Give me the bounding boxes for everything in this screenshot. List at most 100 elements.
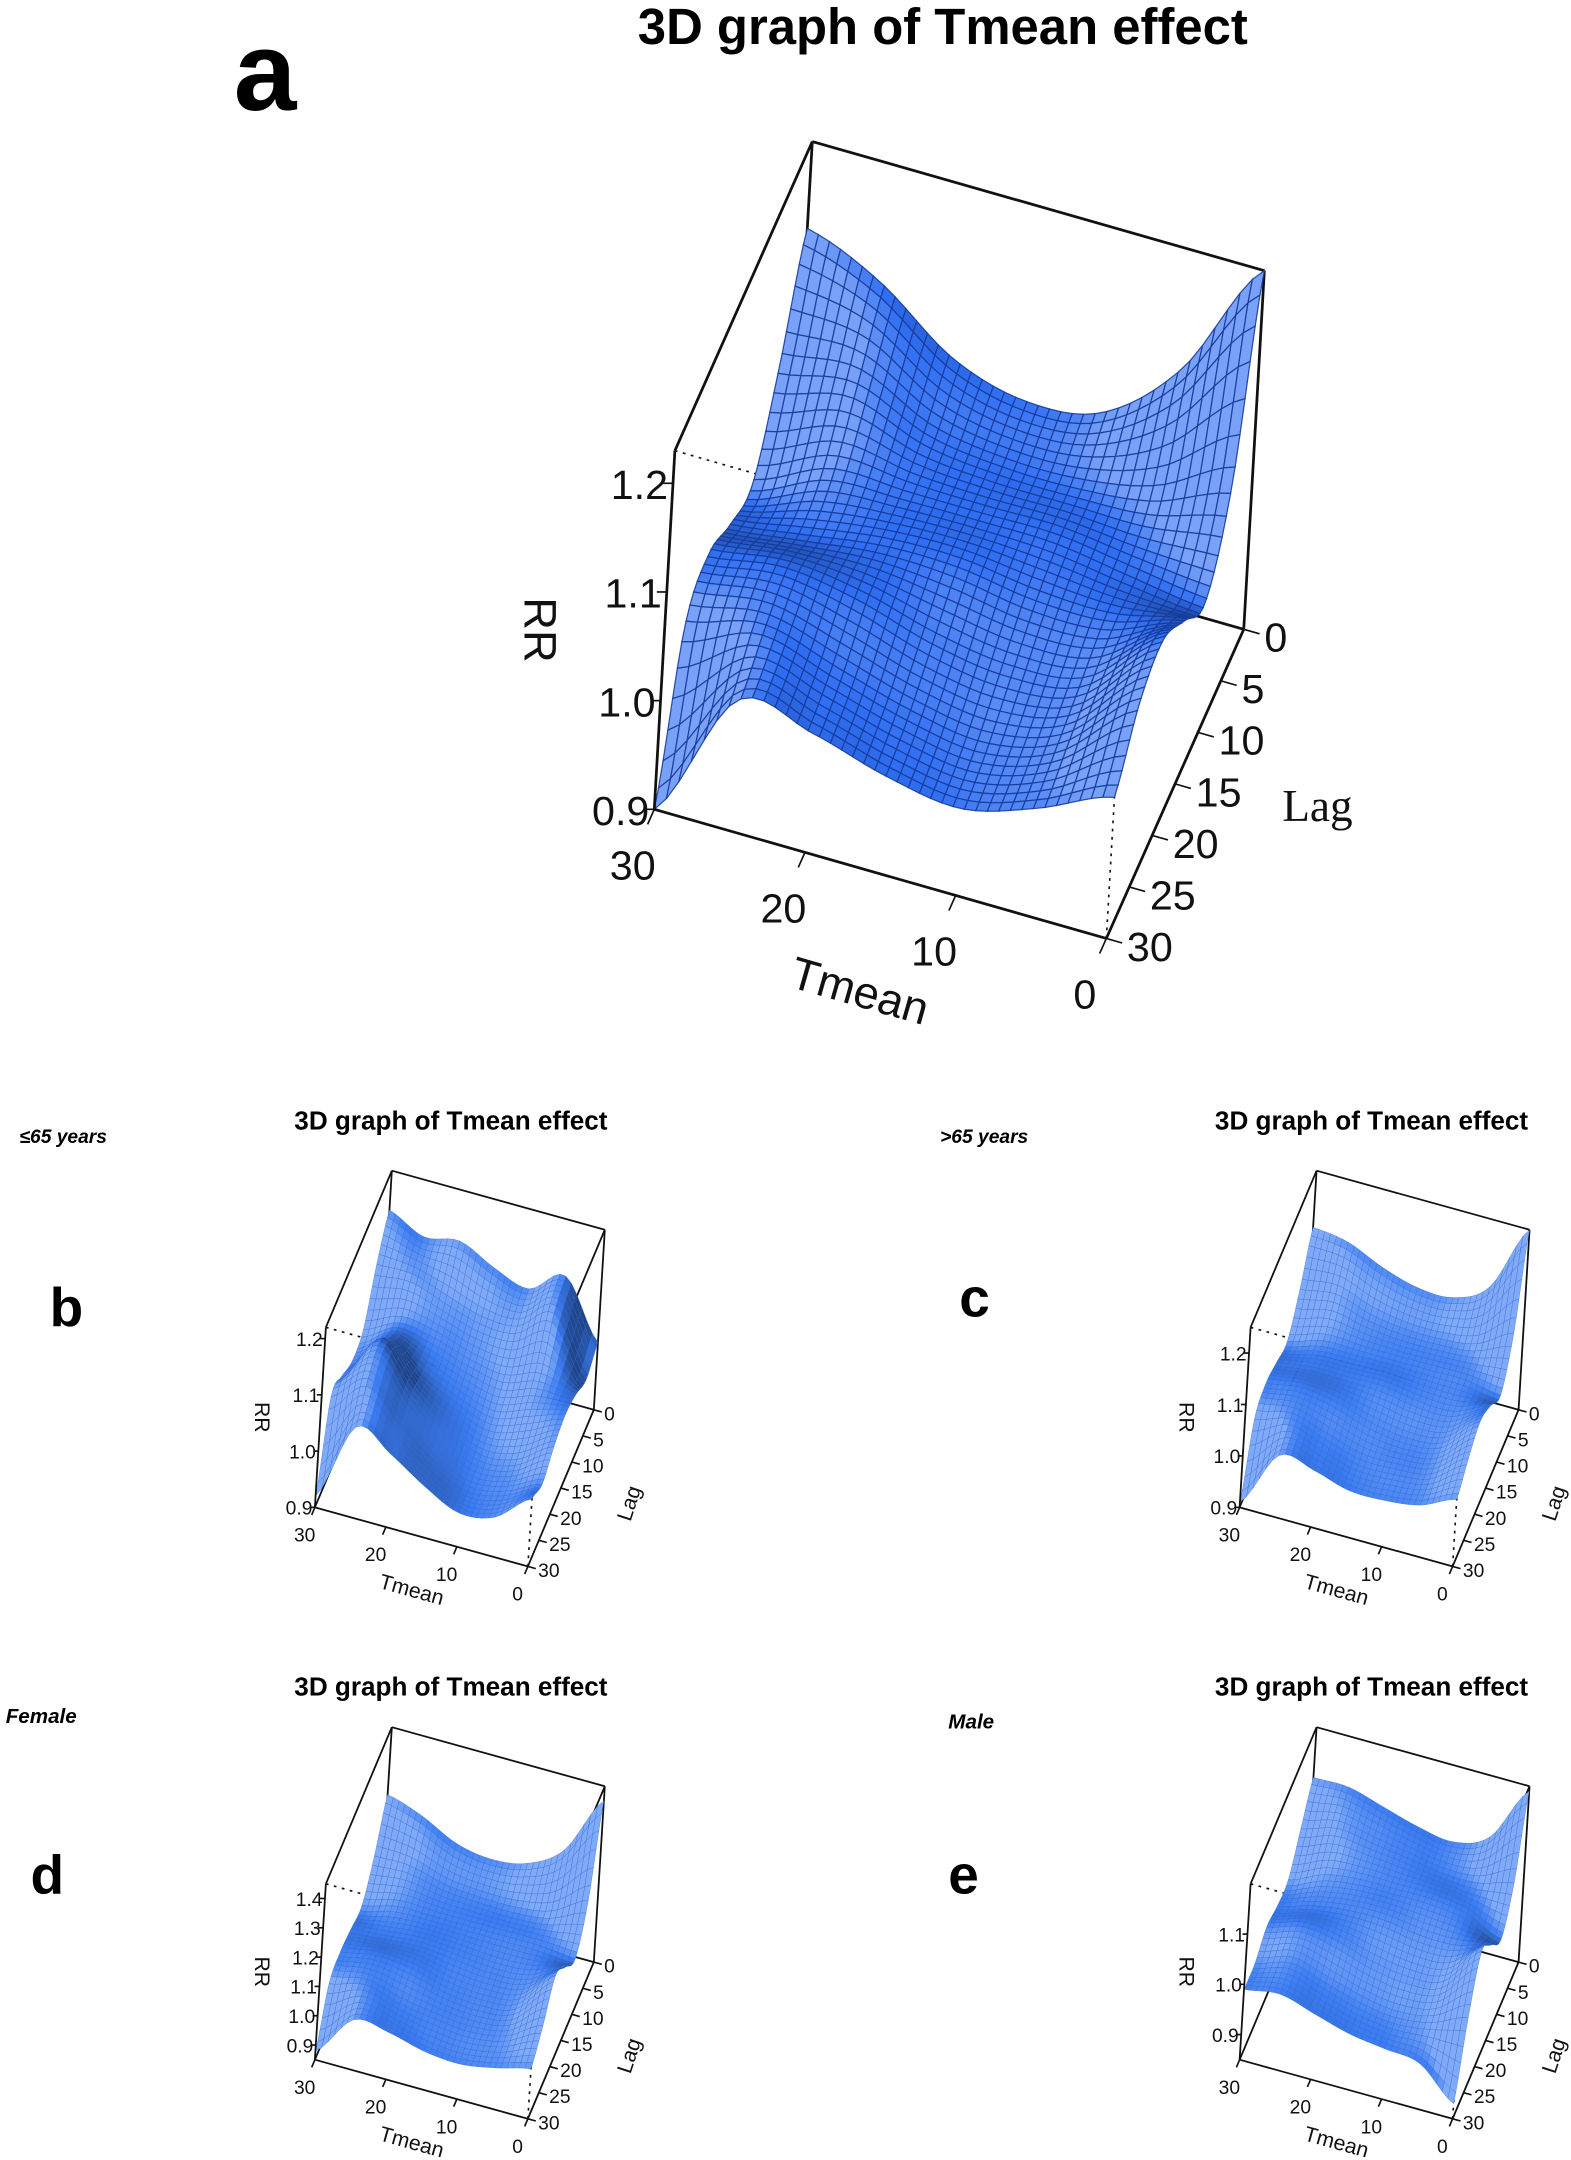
rr-tick-label: 1.1	[1217, 1396, 1244, 1417]
rr-tick-label: 1.1	[605, 571, 662, 617]
tmean-tick	[523, 1566, 529, 1575]
tmean-tick	[1098, 938, 1108, 954]
lag-axis-title: Lag	[1282, 781, 1352, 831]
panel-e-group-label: Male	[948, 1711, 994, 1734]
lag-tick-label: 20	[1173, 821, 1219, 867]
tmean-axis-line	[1239, 1506, 1453, 1568]
lag-tick	[1129, 886, 1146, 893]
plots: 01020300510152025300.91.01.11.2TmeanLagR…	[250, 140, 1571, 2160]
lag-tick	[1507, 1435, 1516, 1439]
lag-tick	[1474, 1513, 1483, 1518]
rr-tick-label: 0.9	[1210, 1499, 1237, 1520]
surface-mesh	[653, 227, 1266, 812]
tmean-tick-label: 10	[1361, 1565, 1382, 1586]
tmean-axis-line	[653, 807, 1107, 940]
panel-d-title: 3D graph of Tmean effect	[294, 1672, 607, 1702]
lag-tick-label: 25	[1150, 872, 1196, 918]
lag-tick	[1496, 1461, 1505, 1465]
panel-letter-c: c	[959, 1266, 990, 1328]
surface-mesh	[1239, 1226, 1530, 1506]
box-edge	[391, 1169, 606, 1231]
lag-tick	[1463, 1539, 1472, 1544]
surface-plot-d: 01020300510152025300.91.01.11.21.31.4Tme…	[250, 1726, 646, 2160]
tmean-tick-label: 30	[294, 1526, 315, 1547]
rr-axis-title: RR	[1175, 1402, 1198, 1433]
lag-tick	[1485, 1487, 1494, 1492]
lag-tick	[538, 1539, 548, 1544]
lag-tick-label: 0	[1529, 1404, 1540, 1425]
lag-tick	[560, 1487, 570, 1492]
tmean-tick	[381, 1526, 387, 1535]
box-edge	[673, 140, 814, 452]
panel-letter-a: a	[234, 8, 298, 134]
lag-tick	[1220, 680, 1237, 687]
lag-tick-label: 15	[1496, 1483, 1517, 1504]
tmean-tick-label: 20	[761, 885, 807, 931]
panel-e-title: 3D graph of Tmean effect	[1215, 1672, 1528, 1702]
rr-tick-label: 1.2	[296, 1330, 323, 1351]
lag-tick-label: 30	[1127, 924, 1173, 970]
lag-tick	[1151, 834, 1169, 841]
tmean-tick-label: 10	[436, 1565, 457, 1586]
lag-tick-label: 20	[1485, 1509, 1506, 1530]
surface-mesh	[315, 1209, 599, 1519]
box-edge	[1316, 1169, 1530, 1231]
rr-tick-label: 1.0	[289, 1442, 316, 1463]
surface-plot-a: 01020300510152025300.91.01.11.2TmeanLagR…	[514, 140, 1353, 1035]
tmean-tick-label: 30	[1219, 1526, 1240, 1547]
lag-tick	[582, 1435, 591, 1439]
tmean-tick	[452, 1546, 458, 1555]
box-edge	[592, 1229, 606, 1410]
rr-tick-label: 1.2	[1220, 1344, 1247, 1365]
tmean-tick-label: 20	[365, 1545, 386, 1566]
panel-d-group-label: Female	[6, 1705, 77, 1728]
lag-tick-label: 0	[1264, 615, 1287, 661]
lag-tick	[549, 1513, 559, 1518]
lag-tick	[1518, 1408, 1527, 1413]
tmean-tick-label: 0	[1437, 1585, 1448, 1606]
panel-b-title: 3D graph of Tmean effect	[294, 1105, 607, 1135]
lag-tick-label: 20	[560, 1509, 581, 1530]
tmean-tick	[797, 852, 806, 868]
tmean-tick-label: 10	[911, 929, 957, 975]
rr-tick-label: 0.9	[592, 788, 649, 834]
rr-axis-title: RR	[514, 597, 565, 662]
lag-tick-label: 10	[1219, 718, 1265, 764]
surface-plot-c: 01020300510152025300.91.01.11.2TmeanLagR…	[1175, 1169, 1571, 1610]
panel-letter-b: b	[50, 1276, 84, 1338]
lag-tick-label: 5	[1518, 1430, 1529, 1451]
lag-tick	[1106, 937, 1123, 944]
rr-axis-title: RR	[250, 1402, 273, 1433]
lag-tick-label: 5	[593, 1430, 604, 1451]
lag-tick	[571, 1461, 581, 1465]
panel-c-title: 3D graph of Tmean effect	[1215, 1105, 1528, 1135]
rr-tick-label: 0.9	[286, 1499, 313, 1520]
lag-tick	[1197, 731, 1215, 738]
tmean-tick-label: 20	[1290, 1545, 1311, 1566]
tmean-tick	[1377, 1546, 1383, 1555]
lag-axis-title: Lag	[1538, 1483, 1571, 1524]
tmean-tick-label: 0	[1073, 972, 1096, 1018]
lag-tick-label: 25	[549, 1535, 570, 1556]
box-edge	[811, 140, 1265, 273]
lag-tick-label: 0	[604, 1404, 615, 1425]
panel-a-title: 3D graph of Tmean effect	[638, 0, 1248, 55]
rr-tick-label: 1.0	[598, 679, 655, 725]
box-edge	[391, 1726, 606, 1788]
lag-tick	[593, 1408, 602, 1413]
rr-tick-label: 1.2	[611, 462, 668, 508]
surface-plot-b: 01020300510152025300.91.01.11.2TmeanLagR…	[250, 1169, 646, 1610]
lag-tick-label: 30	[538, 1561, 559, 1582]
panel-c-group-label: >65 years	[940, 1127, 1028, 1148]
lag-tick-label: 5	[1241, 666, 1264, 712]
lag-axis-title: Lag	[613, 1483, 646, 1524]
rr-tick-label: 1.1	[293, 1386, 320, 1407]
lag-tick	[1243, 628, 1260, 635]
lag-tick	[527, 1565, 537, 1570]
lag-tick-label: 30	[1463, 1561, 1484, 1582]
surface-mesh	[315, 1794, 605, 2070]
lag-tick-label: 10	[1507, 1457, 1528, 1478]
lag-tick-label: 25	[1474, 1535, 1495, 1556]
lag-tick-label: 15	[571, 1483, 592, 1504]
